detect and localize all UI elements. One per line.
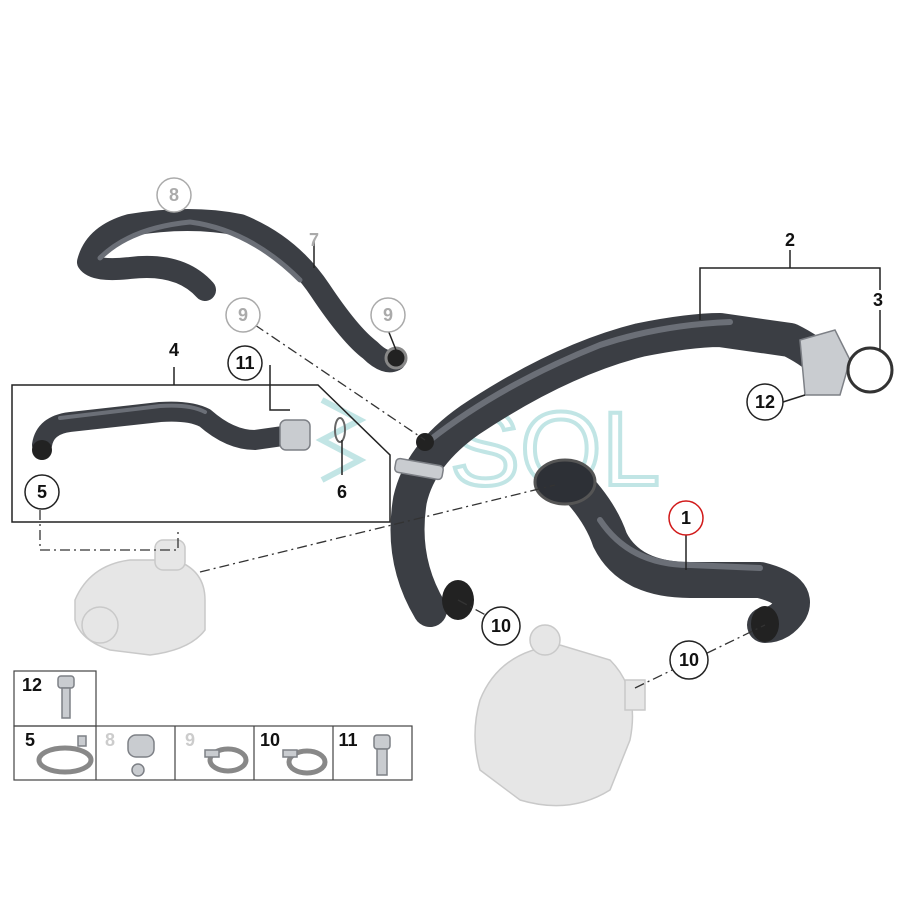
spring-clamp-icon xyxy=(36,735,94,775)
callout-3: 3 xyxy=(873,290,883,310)
svg-text:10: 10 xyxy=(491,616,511,636)
svg-text:6: 6 xyxy=(337,482,347,502)
svg-text:11: 11 xyxy=(338,730,357,750)
svg-text:8: 8 xyxy=(169,185,179,205)
svg-text:10: 10 xyxy=(679,650,699,670)
svg-text:11: 11 xyxy=(235,353,254,373)
svg-text:12: 12 xyxy=(22,675,42,695)
svg-text:7: 7 xyxy=(309,230,319,250)
parts-table-cell-11: 11 xyxy=(338,730,391,776)
svg-text:10: 10 xyxy=(260,730,280,750)
water-pump-ghost xyxy=(474,624,646,807)
svg-text:9: 9 xyxy=(185,730,195,750)
callout-4: 4 xyxy=(169,340,179,360)
svg-text:3: 3 xyxy=(873,290,883,310)
collar-bolt-icon xyxy=(373,734,391,776)
callout-11: 11 xyxy=(227,345,263,381)
parts-table: 12 5 8 9 10 11 xyxy=(13,670,413,781)
svg-text:5: 5 xyxy=(25,730,35,750)
hose-clamp-icon xyxy=(282,748,328,776)
parts-table-cell-8: 8 xyxy=(105,730,155,777)
parts-table-cell-10: 10 xyxy=(260,730,328,776)
callout-9: 9 xyxy=(225,297,261,333)
bolt-icon xyxy=(57,675,75,719)
callout-10: 10 xyxy=(481,606,521,646)
callout-9: 9 xyxy=(370,297,406,333)
hose-2 xyxy=(390,313,894,627)
callout-7: 7 xyxy=(309,230,319,250)
callout-2: 2 xyxy=(785,230,795,250)
callout-5: 5 xyxy=(24,474,60,510)
svg-text:12: 12 xyxy=(755,392,775,412)
callout-10: 10 xyxy=(669,640,709,680)
hose-clip-icon xyxy=(127,734,155,777)
callout-1: 1 xyxy=(668,500,704,536)
leader-lines xyxy=(39,240,881,689)
group-4-box xyxy=(11,384,391,523)
hose-7 xyxy=(77,209,408,373)
hose-4 xyxy=(32,401,346,460)
svg-text:4: 4 xyxy=(169,340,179,360)
thermostat-housing-ghost xyxy=(74,539,206,656)
svg-text:8: 8 xyxy=(105,730,115,750)
callout-12: 12 xyxy=(746,383,784,421)
callout-6: 6 xyxy=(337,482,347,502)
svg-text:2: 2 xyxy=(785,230,795,250)
parts-table-cell-12: 12 xyxy=(22,675,75,719)
hose-clamp-icon xyxy=(204,746,249,774)
svg-text:9: 9 xyxy=(238,305,248,325)
parts-table-cell-9: 9 xyxy=(185,730,249,774)
svg-text:5: 5 xyxy=(37,482,47,502)
svg-text:1: 1 xyxy=(681,508,691,528)
parts-table-cell-5: 5 xyxy=(25,730,94,775)
svg-text:9: 9 xyxy=(383,305,393,325)
callout-8: 8 xyxy=(156,177,192,213)
